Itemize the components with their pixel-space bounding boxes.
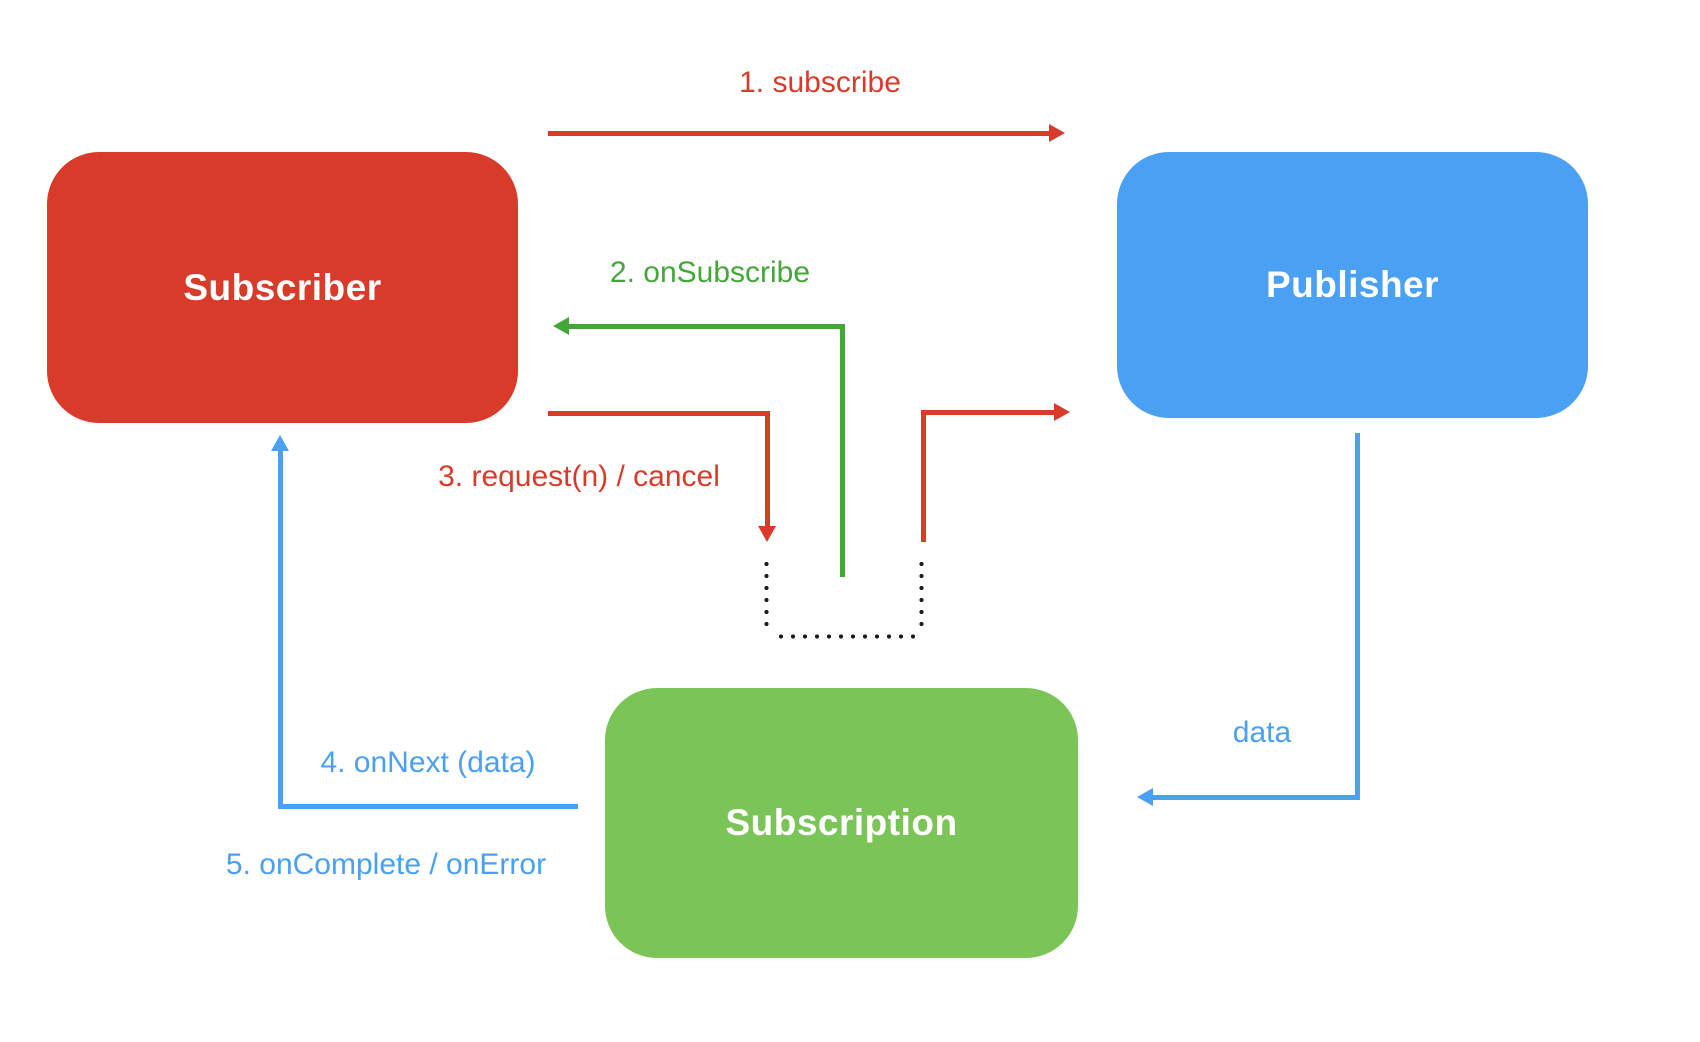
node-publisher: Publisher <box>1117 152 1588 418</box>
arrow-request-line <box>548 411 770 416</box>
arrow-on-subscribe-arrowhead-icon <box>553 317 569 335</box>
edge-label-on-complete: 5. onComplete / onError <box>225 848 547 881</box>
arrow-subscribe-arrowhead-icon <box>1049 124 1065 142</box>
node-subscriber: Subscriber <box>47 152 518 423</box>
node-subscription: Subscription <box>605 688 1078 958</box>
arrow-subscribe-line <box>548 131 1051 136</box>
arrow-on-next-arrowhead-icon <box>271 435 289 451</box>
arrow-on-next-vertical <box>278 451 283 809</box>
arrow-request-vertical <box>765 411 770 527</box>
node-subscription-label: Subscription <box>725 802 958 843</box>
arrow-request-publisher-line <box>921 410 1054 415</box>
arrow-on-subscribe-line <box>569 324 845 329</box>
arrow-request-arrowhead-icon <box>758 526 776 542</box>
arrow-on-subscribe-vertical <box>840 326 845 577</box>
edge-label-on-subscribe: 2. onSubscribe <box>609 256 811 289</box>
node-publisher-label: Publisher <box>1265 264 1440 305</box>
edge-label-request-cancel: 3. request(n) / cancel <box>438 460 720 493</box>
arrow-request-publisher-vertical <box>921 410 926 542</box>
dotted-line-left <box>764 558 769 628</box>
arrow-data-vertical <box>1355 433 1360 797</box>
arrow-on-next-line <box>278 804 578 809</box>
edge-label-on-next: 4. onNext (data) <box>320 746 536 779</box>
node-subscriber-label: Subscriber <box>183 266 382 308</box>
arrow-data-line <box>1153 795 1360 800</box>
dotted-line-right <box>919 558 924 628</box>
edge-label-data: data <box>1232 716 1292 749</box>
edge-label-subscribe: 1. subscribe <box>739 66 901 99</box>
arrow-data-arrowhead-icon <box>1137 788 1153 806</box>
dotted-line-bottom <box>775 634 915 639</box>
arrow-request-publisher-arrowhead-icon <box>1054 403 1070 421</box>
